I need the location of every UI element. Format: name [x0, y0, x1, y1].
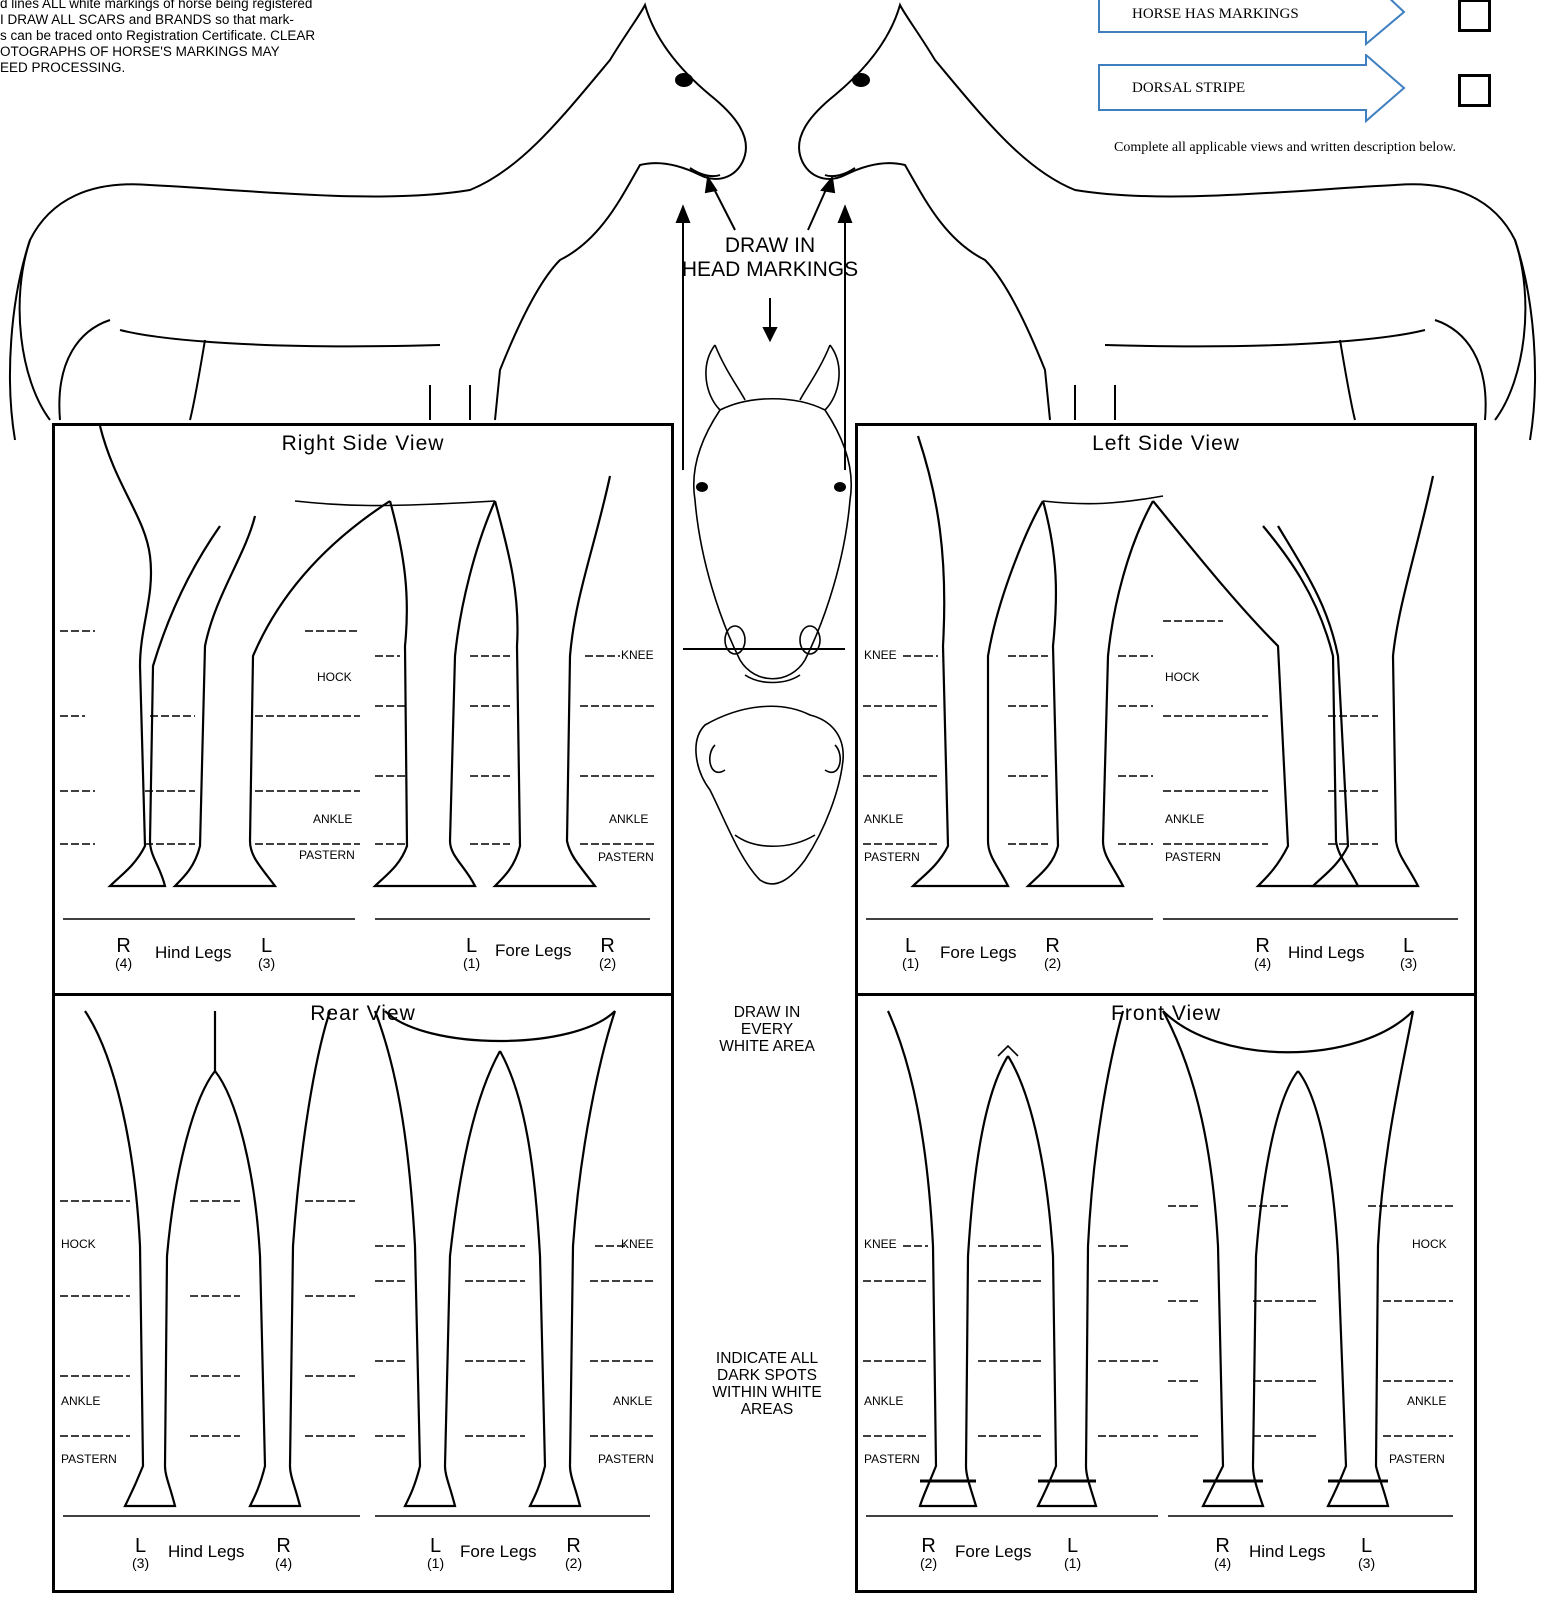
- leg-letter: R: [1215, 1535, 1229, 1557]
- ankle-label: ANKLE: [864, 812, 903, 826]
- leg-L-3: L(3): [132, 1536, 149, 1570]
- leg-letter: L: [1361, 1535, 1372, 1557]
- leg-number: (1): [463, 956, 480, 970]
- knee-label: KNEE: [864, 1237, 897, 1251]
- leg-number: (1): [1064, 1556, 1081, 1570]
- leg-number: (2): [565, 1556, 582, 1570]
- fore-legs-caption: Fore Legs: [940, 943, 1017, 963]
- front-view-panel: Front View KNEE HOCK ANKLE: [855, 993, 1477, 1593]
- pastern-label: PASTERN: [864, 850, 920, 864]
- leg-letter: R: [116, 935, 130, 957]
- leg-R-2: R(2): [599, 936, 616, 970]
- pastern-label: PASTERN: [598, 1452, 654, 1466]
- knee-label: KNEE: [621, 648, 654, 662]
- leg-R-2: R(2): [920, 1536, 937, 1570]
- ankle-label: ANKLE: [613, 1394, 652, 1408]
- leg-number: (4): [1214, 1556, 1231, 1570]
- leg-number: (3): [258, 956, 275, 970]
- leg-number: (3): [1400, 956, 1417, 970]
- leg-number: (3): [132, 1556, 149, 1570]
- note-line: DARK SPOTS: [690, 1367, 844, 1384]
- leg-letter: R: [1045, 935, 1059, 957]
- leg-R-4: R(4): [115, 936, 132, 970]
- leg-R-4: R(4): [1254, 936, 1271, 970]
- hock-label: HOCK: [61, 1237, 96, 1251]
- pastern-label: PASTERN: [1389, 1452, 1445, 1466]
- leg-L-3: L(3): [1400, 936, 1417, 970]
- hock-label: HOCK: [317, 670, 352, 684]
- hind-legs-caption: Hind Legs: [1249, 1542, 1326, 1562]
- hind-legs-caption: Hind Legs: [1288, 943, 1365, 963]
- indicate-dark-spots-note: INDICATE ALL DARK SPOTS WITHIN WHITE ARE…: [690, 1350, 844, 1418]
- leg-letter: R: [276, 1535, 290, 1557]
- leg-letter: L: [430, 1535, 441, 1557]
- leg-letter: L: [905, 935, 916, 957]
- legs-outline-icon: [55, 426, 671, 993]
- leg-L-1: L(1): [427, 1536, 444, 1570]
- leg-R-4: R(4): [1214, 1536, 1231, 1570]
- ankle-label: ANKLE: [61, 1394, 100, 1408]
- leg-L-1: L(1): [1064, 1536, 1081, 1570]
- note-line: EVERY: [697, 1021, 837, 1038]
- leg-R-2: R(2): [1044, 936, 1061, 970]
- fore-legs-caption: Fore Legs: [955, 1542, 1032, 1562]
- knee-label: KNEE: [621, 1237, 654, 1251]
- knee-label: KNEE: [864, 648, 897, 662]
- hock-label: HOCK: [1412, 1237, 1447, 1251]
- leg-number: (2): [599, 956, 616, 970]
- leg-L-1: L(1): [463, 936, 480, 970]
- ankle-label: ANKLE: [313, 812, 352, 826]
- leg-number: (1): [427, 1556, 444, 1570]
- leg-number: (2): [1044, 956, 1061, 970]
- pastern-label: PASTERN: [598, 850, 654, 864]
- leg-number: (4): [275, 1556, 292, 1570]
- legs-outline-icon: [858, 426, 1474, 993]
- ankle-label: ANKLE: [1165, 812, 1204, 826]
- pastern-label: PASTERN: [61, 1452, 117, 1466]
- leg-number: (2): [920, 1556, 937, 1570]
- leg-letter: R: [1255, 935, 1269, 957]
- hind-legs-caption: Hind Legs: [155, 943, 232, 963]
- rear-view-panel: Rear View HOCK KNEE ANKLE ANKLE PASTERN …: [52, 993, 674, 1593]
- legs-outline-icon: [55, 996, 671, 1590]
- leg-R-2: R(2): [565, 1536, 582, 1570]
- note-line: DRAW IN: [697, 1004, 837, 1021]
- leg-L-3: L(3): [1358, 1536, 1375, 1570]
- leg-letter: L: [135, 1535, 146, 1557]
- leg-L-3: L(3): [258, 936, 275, 970]
- hind-legs-caption: Hind Legs: [168, 1542, 245, 1562]
- ankle-label: ANKLE: [1407, 1394, 1446, 1408]
- leg-letter: L: [1403, 935, 1414, 957]
- fore-legs-caption: Fore Legs: [495, 941, 572, 961]
- pastern-label: PASTERN: [1165, 850, 1221, 864]
- leg-letter: L: [1067, 1535, 1078, 1557]
- leg-letter: L: [466, 935, 477, 957]
- pastern-label: PASTERN: [864, 1452, 920, 1466]
- right-side-view-panel: Right Side View HOCK KNEE ANKLE ANKLE PA…: [52, 423, 674, 996]
- ankle-label: ANKLE: [864, 1394, 903, 1408]
- pastern-label: PASTERN: [299, 848, 355, 862]
- note-line: WHITE AREA: [697, 1038, 837, 1055]
- ankle-label: ANKLE: [609, 812, 648, 826]
- note-line: INDICATE ALL: [690, 1350, 844, 1367]
- leg-number: (1): [902, 956, 919, 970]
- leg-letter: R: [921, 1535, 935, 1557]
- note-line: AREAS: [690, 1401, 844, 1418]
- leg-letter: L: [261, 935, 272, 957]
- left-side-view-panel: Left Side View KNEE HOCK ANKLE ANKLE PAS…: [855, 423, 1477, 996]
- fore-legs-caption: Fore Legs: [460, 1542, 537, 1562]
- leg-L-1: L(1): [902, 936, 919, 970]
- leg-number: (3): [1358, 1556, 1375, 1570]
- leg-number: (4): [1254, 956, 1271, 970]
- legs-outline-icon: [858, 996, 1474, 1590]
- leg-R-4: R(4): [275, 1536, 292, 1570]
- leg-letter: R: [566, 1535, 580, 1557]
- leg-letter: R: [600, 935, 614, 957]
- draw-every-white-area-note: DRAW IN EVERY WHITE AREA: [697, 1004, 837, 1055]
- note-line: WITHIN WHITE: [690, 1384, 844, 1401]
- hock-label: HOCK: [1165, 670, 1200, 684]
- leg-number: (4): [115, 956, 132, 970]
